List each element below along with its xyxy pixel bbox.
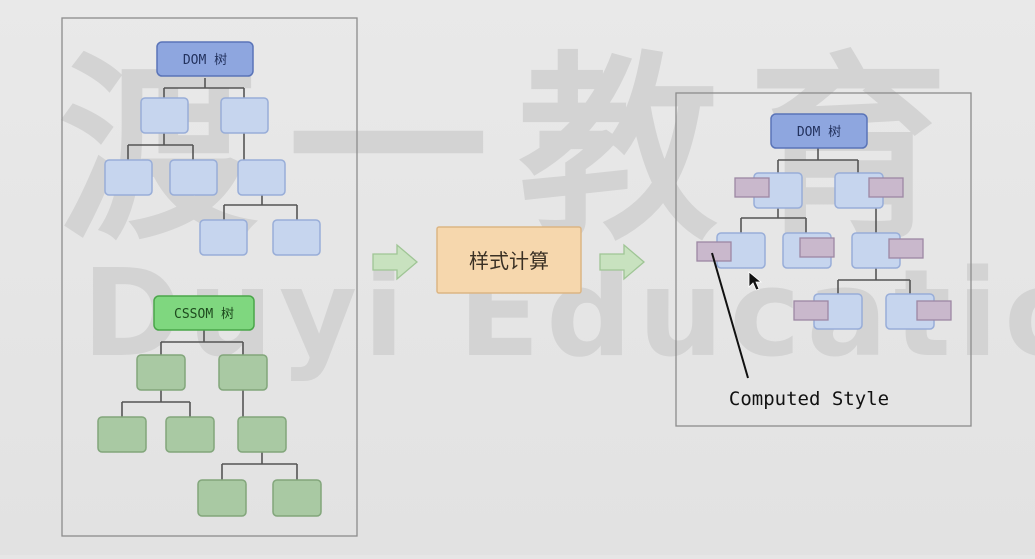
dom-node bbox=[104, 159, 153, 196]
style-tag bbox=[799, 237, 835, 258]
style-tag bbox=[916, 300, 952, 321]
arrow-right-icon bbox=[372, 243, 419, 281]
style-tag bbox=[793, 300, 829, 321]
process-label: 样式计算 bbox=[469, 249, 549, 273]
dom-tree-left: DOM 树 bbox=[104, 41, 321, 256]
cssom-node bbox=[165, 416, 215, 453]
style-tag bbox=[734, 177, 770, 198]
arrow-right-icon bbox=[599, 243, 646, 281]
dom-root-node bbox=[770, 113, 868, 149]
dom-tree-edges bbox=[127, 78, 298, 220]
cssom-node bbox=[97, 416, 147, 453]
dom-node bbox=[272, 219, 321, 256]
cssom-root-label: CSSOM 树 bbox=[174, 307, 234, 322]
annotation-pointer-line bbox=[711, 252, 749, 379]
cssom-node bbox=[237, 416, 287, 453]
dom-node bbox=[220, 97, 269, 134]
process-box bbox=[436, 226, 582, 294]
left-panel-frame bbox=[61, 17, 358, 537]
computed-tree-edges bbox=[740, 148, 911, 294]
mouse-cursor-icon bbox=[748, 271, 763, 291]
style-tag bbox=[888, 238, 924, 259]
dom-node bbox=[140, 97, 189, 134]
dom-root-label: DOM 树 bbox=[797, 125, 841, 140]
style-tag bbox=[868, 177, 904, 198]
dom-root-label: DOM 树 bbox=[183, 53, 227, 68]
cssom-root-node bbox=[153, 295, 255, 331]
dom-root-node bbox=[156, 41, 254, 77]
cssom-tree-edges bbox=[121, 330, 298, 480]
cssom-node bbox=[218, 354, 268, 391]
computed-style-label: Computed Style bbox=[729, 388, 889, 410]
dom-node bbox=[237, 159, 286, 196]
cssom-tree: CSSOM 树 bbox=[97, 295, 322, 517]
cssom-node bbox=[136, 354, 186, 391]
right-panel-frame bbox=[675, 92, 972, 427]
cssom-node bbox=[272, 479, 322, 517]
cssom-node bbox=[197, 479, 247, 517]
dom-node bbox=[199, 219, 248, 256]
dom-node bbox=[169, 159, 218, 196]
